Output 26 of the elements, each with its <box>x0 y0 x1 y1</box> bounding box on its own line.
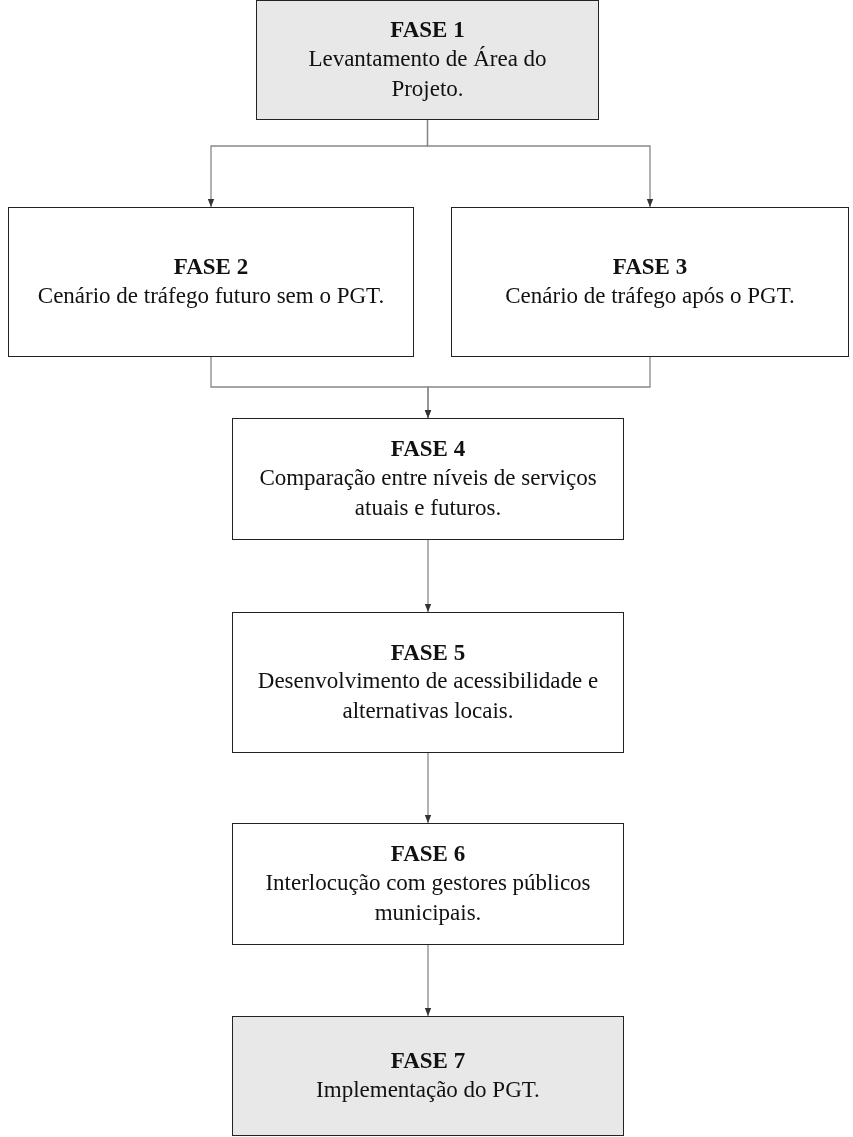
phase-heading: FASE 7 <box>390 1047 466 1075</box>
phase-description: Implementação do PGT. <box>316 1075 540 1104</box>
phase-heading: FASE 6 <box>390 840 466 868</box>
phase-heading: FASE 2 <box>173 253 249 281</box>
phase-description: Desenvolvimento de acessibilidade e alternativas locais. <box>256 667 600 726</box>
arrow <box>424 944 432 1017</box>
arrow <box>424 752 432 824</box>
arrow <box>426 119 654 208</box>
phase-description: Comparação entre níveis de serviços atuais e futuros. <box>258 463 598 522</box>
process-box <box>451 207 849 357</box>
process-box <box>232 1016 624 1136</box>
process-box <box>232 823 624 945</box>
phase-heading: FASE 3 <box>612 253 688 281</box>
process-box <box>232 418 624 540</box>
phase-heading: FASE 1 <box>390 16 465 44</box>
phase-description: Levantamento de Área do Projeto. <box>307 44 548 103</box>
process-box <box>232 612 624 753</box>
process-box <box>8 207 414 357</box>
process-box <box>256 0 599 120</box>
phase-description: Cenário de tráfego futuro sem o PGT. <box>37 281 385 310</box>
arrow <box>424 356 651 419</box>
phase-description: Interlocução com gestores públicos municipais. <box>264 868 592 927</box>
phase-description: Cenário de tráfego após o PGT. <box>505 281 795 310</box>
phase-heading: FASE 4 <box>390 435 466 463</box>
phase-heading: FASE 5 <box>390 638 466 667</box>
arrow <box>424 539 432 613</box>
